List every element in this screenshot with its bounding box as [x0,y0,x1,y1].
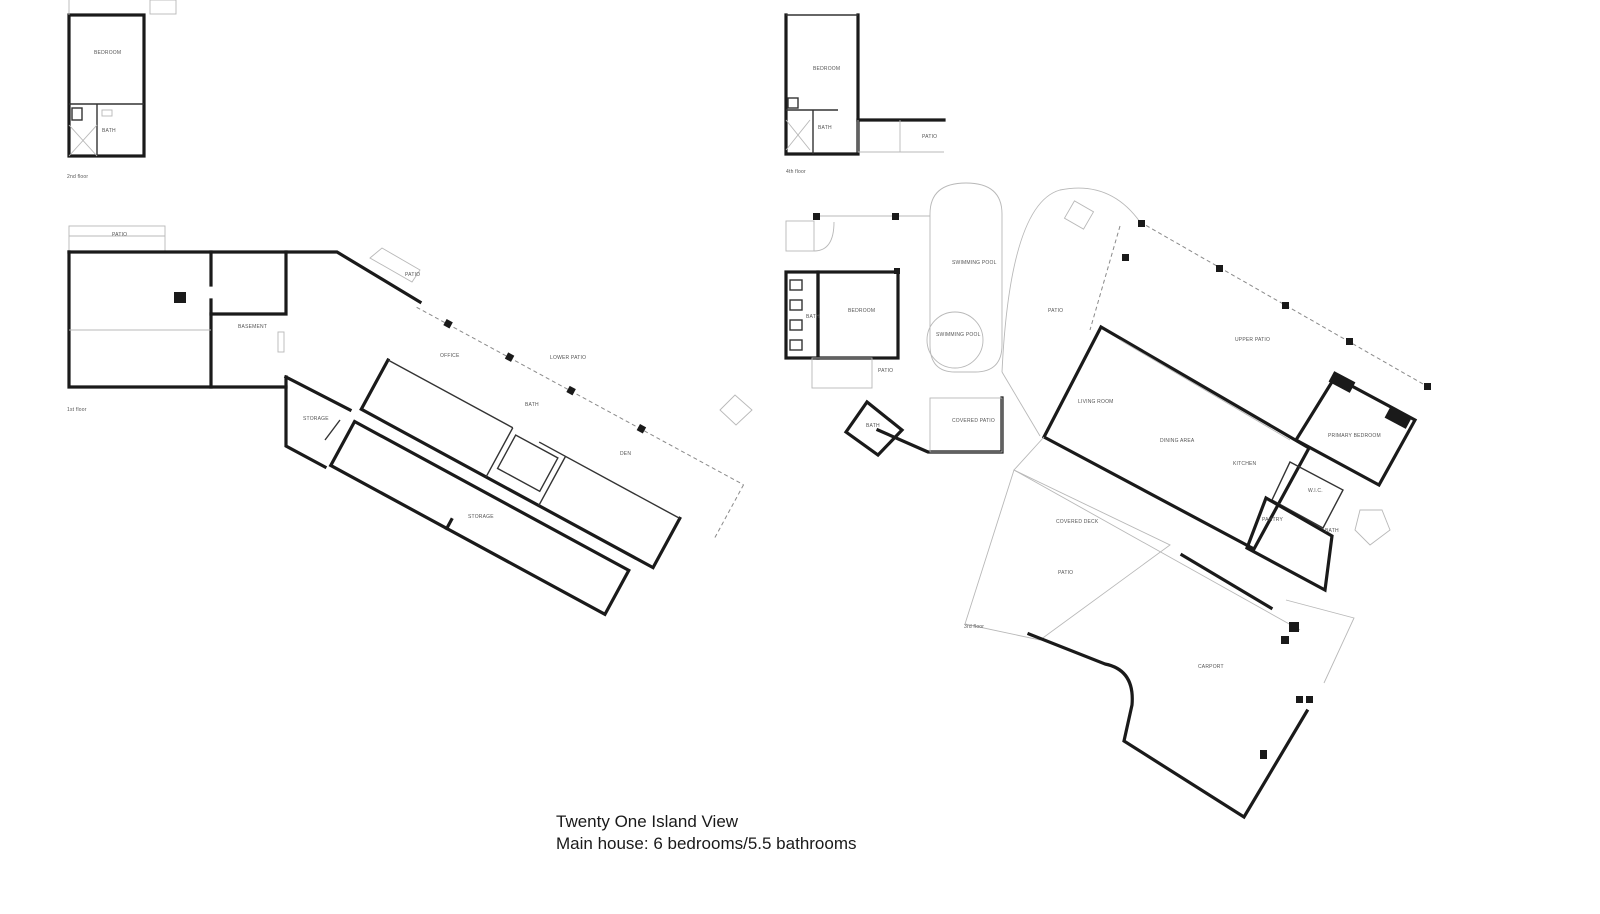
bath-label: BATH [866,423,880,429]
primary-bedroom-label: PRIMARY BEDROOM [1328,433,1381,439]
caption-subtitle: Main house: 6 bedrooms/5.5 bathrooms [556,834,857,853]
bedroom-label: BEDROOM [94,50,121,56]
bath-label: BATH [818,125,832,131]
bath-label: BATH [525,402,539,408]
floor-label-3rd: 3rd floor [964,624,984,630]
kitchen-label: KITCHEN [1233,461,1257,467]
swimming-pool-label: SWIMMING POOL [936,332,981,338]
floor-label-2nd: 2nd floor [67,174,88,180]
plan-caption: Twenty One Island View Main house: 6 bed… [556,811,857,855]
pantry-label: PANTRY [1262,517,1283,523]
bedroom-label: BEDROOM [848,308,875,314]
patio-label: PATIO [1058,570,1073,576]
patio-label: PATIO [112,232,127,238]
storage-label: STORAGE [468,514,494,520]
bath-label: BATH [1325,528,1339,534]
covered-patio-label: COVERED PATIO [952,418,995,424]
bedroom-label: BEDROOM [813,66,840,72]
living-room-label: LIVING ROOM [1078,399,1114,405]
patio-label: PATIO [405,272,420,278]
second-floor-plan: BEDROOM BATH 2nd floor [67,0,177,180]
caption-title: Twenty One Island View [556,812,739,831]
basement-label: BASEMENT [238,324,267,330]
bath-label: BATH [102,128,116,134]
bath-label: BATH [806,314,820,320]
first-floor-plan: PATIO BASEMENT PATIO STORAGE [67,225,753,617]
fourth-floor-plan: BEDROOM BATH PATIO 4th floor [784,13,946,175]
third-floor-plan: BEDROOM BATH PATIO SWIMMING POOL SWIMMIN… [784,182,1431,820]
floor-label-1st: 1st floor [67,407,87,413]
floor-label-4th: 4th floor [786,169,806,175]
patio-label: PATIO [878,368,893,374]
lower-patio-label: LOWER PATIO [550,355,586,361]
storage-label: STORAGE [303,416,329,422]
covered-deck-label: COVERED DECK [1056,519,1099,525]
office-label: OFFICE [440,353,460,359]
carport-label: CARPORT [1198,664,1224,670]
swimming-pool-label: SWIMMING POOL [952,260,997,266]
patio-label: PATIO [922,134,937,140]
dining-area-label: DINING AREA [1160,438,1195,444]
wic-label: W.I.C. [1308,488,1323,494]
den-label: DEN [620,451,631,457]
upper-patio-label: UPPER PATIO [1235,337,1270,343]
patio-label: PATIO [1048,308,1063,314]
